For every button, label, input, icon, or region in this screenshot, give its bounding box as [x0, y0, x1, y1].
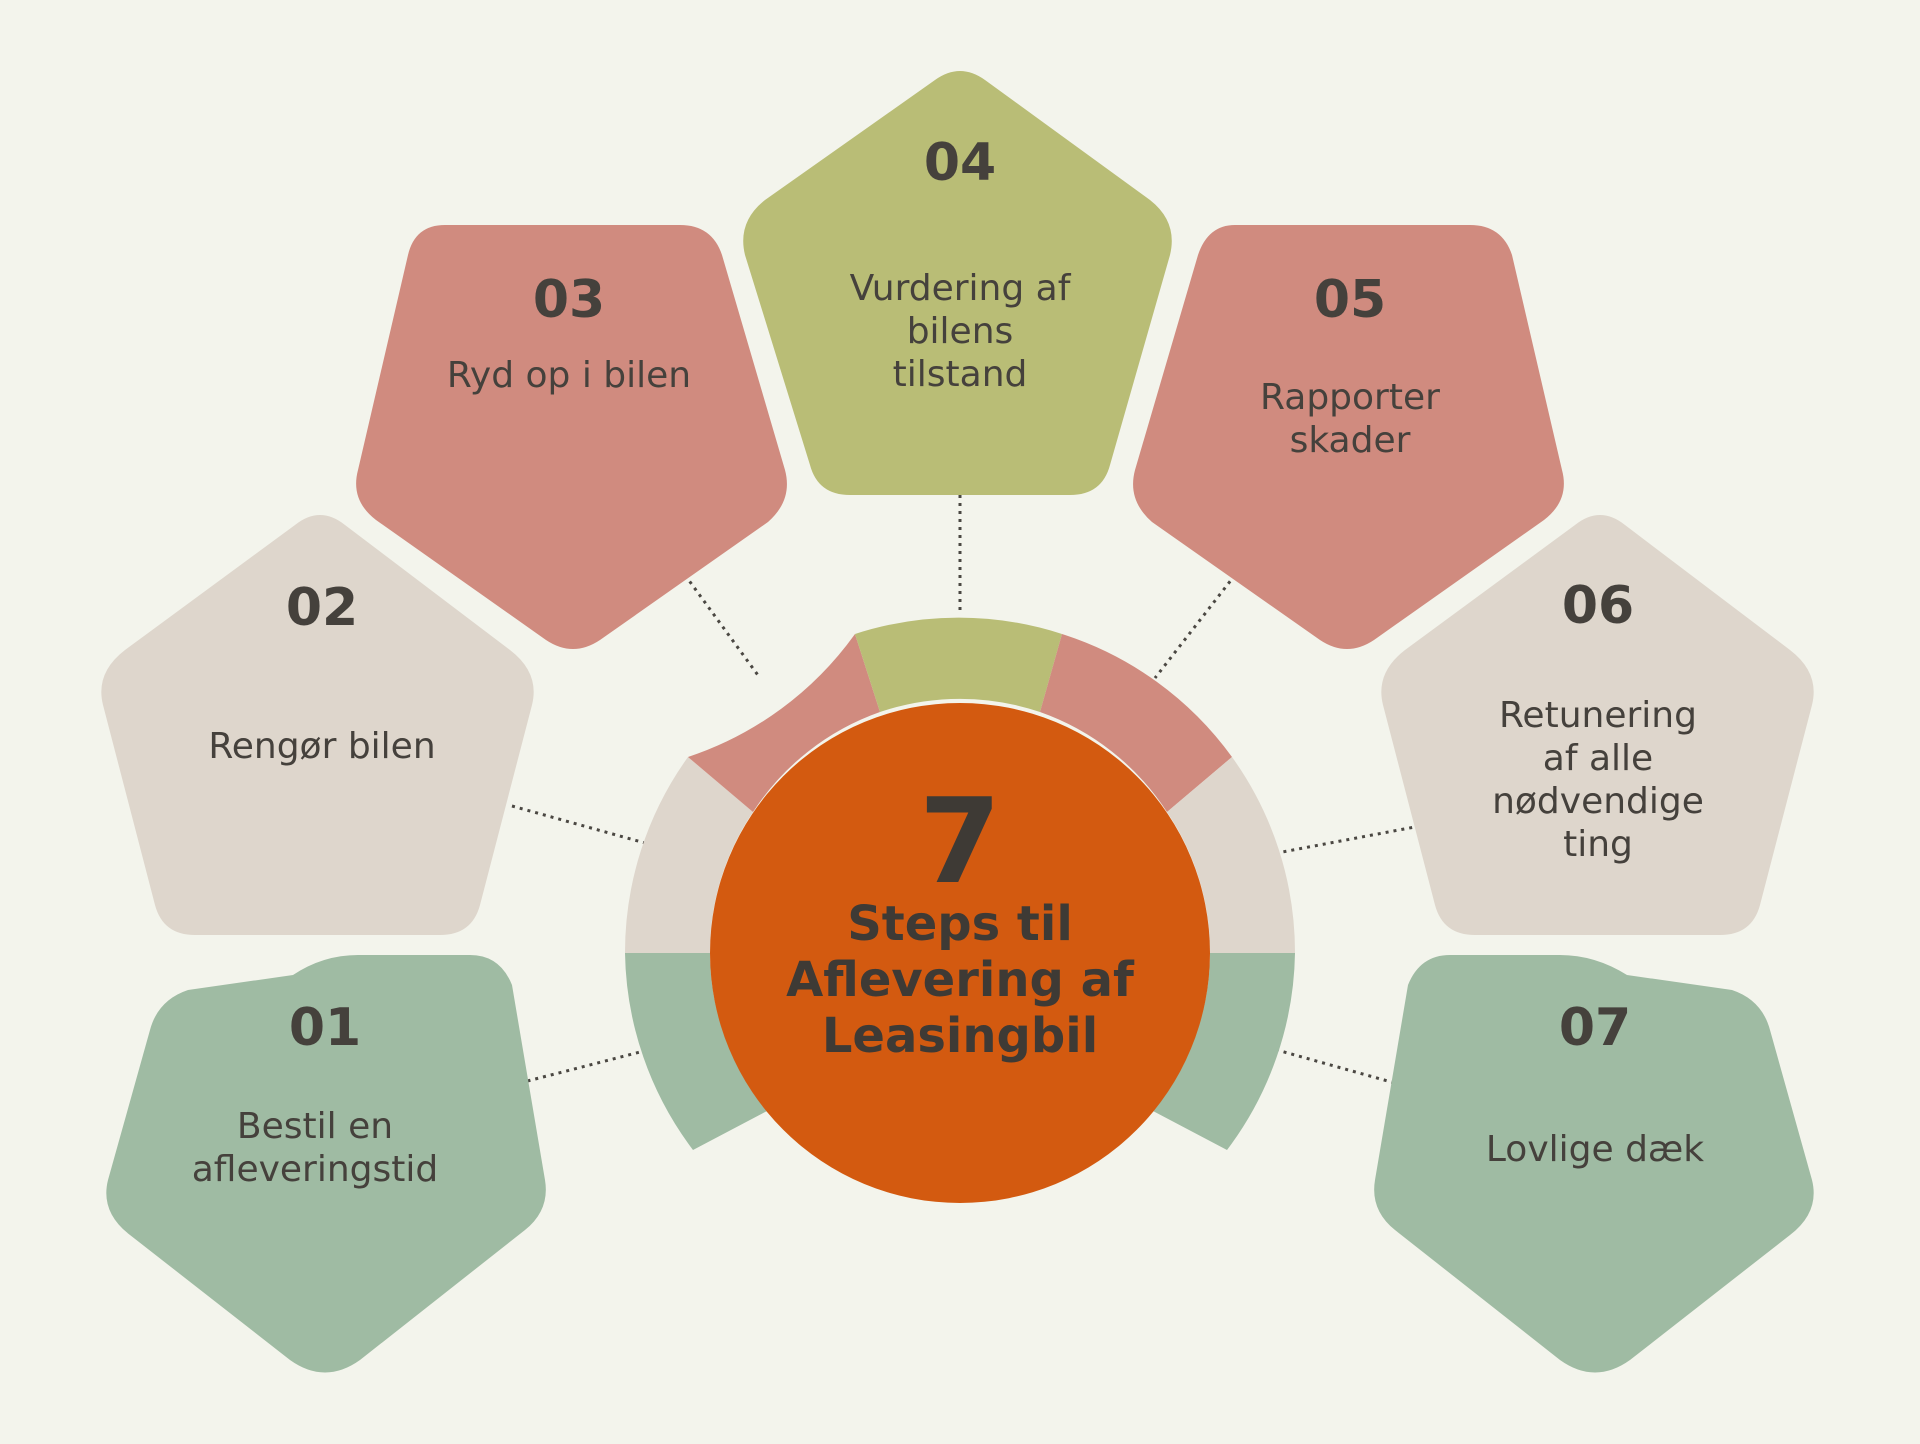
- segment-ring: [624, 617, 1296, 1150]
- connector-05: [1153, 574, 1237, 679]
- step-02-number: 02: [285, 578, 359, 638]
- connector-03: [683, 574, 762, 679]
- connector-lines: [511, 495, 1421, 1087]
- step-shape-03: [356, 225, 787, 649]
- center-circle: [710, 703, 1210, 1203]
- connector-07: [1276, 1048, 1403, 1087]
- step-shape-01: [106, 955, 546, 1373]
- connector-01: [511, 1050, 641, 1087]
- step-03-text: Ryd op i bilen: [446, 355, 692, 396]
- ring-segment-01-left: [625, 953, 767, 1150]
- step-01-number: 01: [288, 998, 362, 1058]
- step-03-number: 03: [532, 270, 606, 330]
- step-shapes: [101, 71, 1814, 1373]
- ring-segment-05: [1040, 634, 1232, 812]
- connector-02: [511, 804, 646, 845]
- ring-segment-02: [624, 757, 753, 953]
- step-07-number: 07: [1558, 998, 1632, 1058]
- step-04-text: Vurdering af bilens tilstand: [849, 268, 1071, 395]
- step-05-number: 05: [1313, 270, 1387, 330]
- connector-06: [1276, 824, 1421, 855]
- step-06-text: Retunering af alle nødvendige ting: [1492, 695, 1704, 865]
- step-02-text: Rengør bilen: [208, 726, 436, 767]
- ring-segment-03: [688, 634, 880, 812]
- step-shape-05: [1133, 225, 1564, 649]
- step-shape-07: [1374, 955, 1814, 1373]
- ring-segment-07-right: [1153, 953, 1295, 1150]
- step-shape-02: [101, 515, 534, 935]
- step-06-number: 06: [1561, 576, 1635, 636]
- step-shape-04: [743, 71, 1172, 495]
- center-title: Steps til Aflevering af Leasingbil: [786, 896, 1134, 1064]
- ring-segment-04: [855, 617, 1062, 712]
- step-05-text: Rapporter skader: [1260, 377, 1440, 461]
- step-07-text: Lovlige dæk: [1485, 1129, 1705, 1170]
- step-shape-06: [1381, 515, 1814, 935]
- ring-segment-06: [1167, 757, 1296, 953]
- center-number: 7: [918, 772, 1002, 910]
- step-04-number: 04: [923, 133, 997, 193]
- step-01-text: Bestil en afleveringstid: [191, 1106, 439, 1190]
